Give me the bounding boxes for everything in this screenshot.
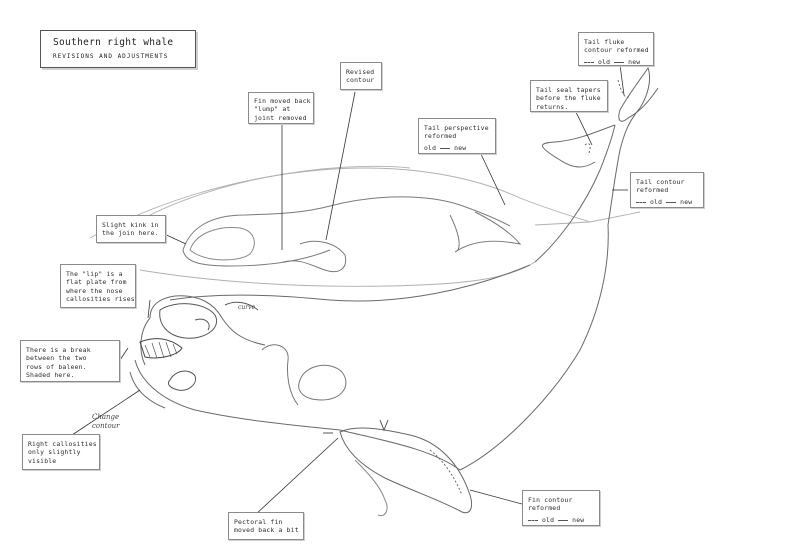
note-line: flat plate from xyxy=(66,278,127,287)
main-whale xyxy=(129,224,609,517)
legend-old-dash xyxy=(636,201,646,203)
note-line: between the two xyxy=(26,354,87,363)
note-line: callosities rises xyxy=(66,295,135,304)
handwritten-curve: curve xyxy=(238,304,256,311)
legend-new-line xyxy=(440,147,451,149)
legend: old new xyxy=(424,144,490,152)
note-line: contour reformed xyxy=(584,46,649,55)
note-lip: The "lip" is a flat plate from where the… xyxy=(60,264,136,308)
note-callosities: Right callosities only slightly visible xyxy=(22,434,100,470)
legend: old new xyxy=(636,198,698,206)
note-line: visible xyxy=(28,456,57,465)
note-line: rows of baleen. xyxy=(26,362,87,371)
legend-new-label: new xyxy=(628,57,641,66)
note-line: Right callosities xyxy=(28,440,97,448)
note-tail-perspective: Tail perspective reformed old new xyxy=(418,118,496,154)
note-pectoral-fin: Pectoral fin moved back a bit xyxy=(228,512,304,540)
note-tail-seal: Tail seal tapers before the fluke return… xyxy=(530,80,608,112)
legend: old new xyxy=(584,58,648,66)
note-line: Tail seal tapers xyxy=(536,86,601,94)
tail-fluke xyxy=(534,66,659,263)
note-line: Tail contour xyxy=(636,178,685,186)
legend: old new xyxy=(528,516,594,524)
legend-new-line xyxy=(614,61,625,63)
title-box: Southern right whale REVISIONS AND ADJUS… xyxy=(40,30,196,68)
note-line: reformed xyxy=(424,132,457,141)
note-line: Slight kink in xyxy=(102,221,159,229)
note-line: Shaded here. xyxy=(26,371,75,380)
note-revised-contour: Revised contour xyxy=(340,62,382,90)
old-whale-outline xyxy=(89,165,641,287)
diagram-title: Southern right whale xyxy=(53,37,174,48)
legend-new-line xyxy=(558,519,569,521)
note-line: reformed xyxy=(528,504,561,513)
note-line: joint removed xyxy=(254,113,307,122)
handwritten-line: Change xyxy=(92,413,120,421)
note-line: contour xyxy=(346,76,375,85)
diagram-subtitle: REVISIONS AND ADJUSTMENTS xyxy=(53,53,169,60)
note-line: Pectoral fin xyxy=(234,518,283,526)
note-line: Tail fluke xyxy=(584,38,625,46)
note-line: before the fluke xyxy=(536,94,601,103)
note-line: returns. xyxy=(536,102,569,111)
legend-new-line xyxy=(666,201,677,203)
legend-old-dash xyxy=(528,519,538,521)
note-line: moved back a bit xyxy=(234,526,299,535)
leader-lines xyxy=(71,64,628,516)
note-line: Revised xyxy=(346,68,375,76)
legend-new-label: new xyxy=(572,515,585,524)
legend-old-dash xyxy=(584,61,594,63)
note-line: There is a break xyxy=(26,346,91,354)
note-line: Fin contour xyxy=(528,496,573,504)
legend-old-label: old xyxy=(542,515,555,524)
note-line: The "lip" is a xyxy=(66,270,123,278)
note-line: only slightly xyxy=(28,448,81,457)
note-line: the join here. xyxy=(102,229,159,238)
note-baleen-break: There is a break between the two rows of… xyxy=(20,340,120,382)
legend-old-label: old xyxy=(598,57,611,66)
note-line: reformed xyxy=(636,186,669,195)
note-line: Fin moved back xyxy=(254,97,311,105)
upper-whale xyxy=(182,196,522,273)
legend-old-label: old xyxy=(650,197,663,206)
note-tail-fluke: Tail fluke contour reformed old new xyxy=(578,32,654,66)
note-fin-moved: Fin moved back "lump" at joint removed xyxy=(248,92,314,124)
handwritten-line: contour xyxy=(92,422,120,430)
legend-old-label: old xyxy=(424,143,437,152)
handwritten-change-contour: Change contour xyxy=(92,413,120,431)
note-fin-contour: Fin contour reformed old new xyxy=(522,490,600,526)
legend-new-label: new xyxy=(680,197,693,206)
note-tail-contour: Tail contour reformed old new xyxy=(630,172,704,208)
legend-new-label: new xyxy=(454,143,467,152)
note-line: Tail perspective xyxy=(424,124,489,132)
note-line: "lump" at xyxy=(254,105,291,114)
note-line: where the nose xyxy=(66,286,123,295)
note-slight-kink: Slight kink in the join here. xyxy=(96,215,166,243)
